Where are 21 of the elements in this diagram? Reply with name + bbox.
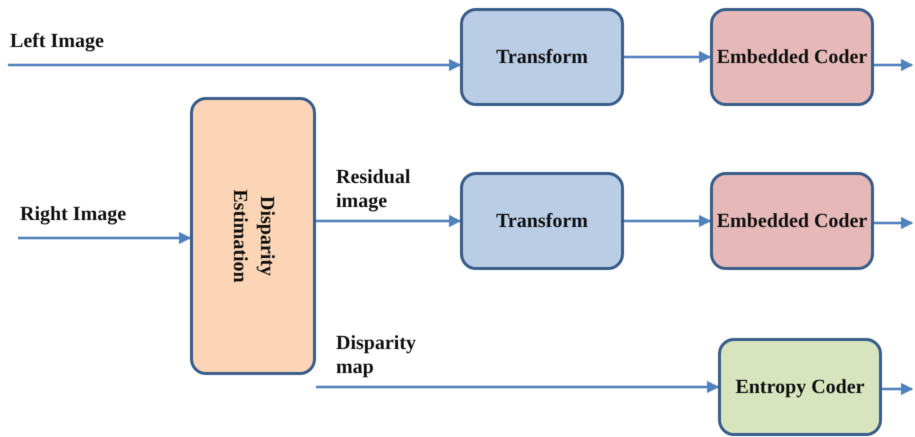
process-box — [460, 172, 624, 270]
arrow — [624, 214, 712, 228]
process-box — [710, 172, 874, 270]
arrow — [316, 214, 462, 228]
box-label: Embedded Coder — [716, 45, 868, 70]
arrow — [18, 232, 192, 244]
box-label: Disparity Estimation — [228, 188, 279, 285]
box-label: Transform — [496, 45, 588, 70]
process-box — [460, 8, 624, 106]
box-label: Entropy Coder — [735, 375, 865, 400]
arrow — [882, 382, 914, 396]
process-box — [718, 338, 882, 436]
arrow — [316, 380, 720, 394]
arrow — [624, 50, 712, 64]
arrow — [874, 216, 914, 230]
process-box — [190, 97, 316, 375]
arrow — [8, 58, 462, 72]
box-label: Transform — [496, 209, 588, 234]
box-label: Embedded Coder — [716, 209, 868, 234]
arrow — [874, 58, 914, 72]
process-box — [710, 8, 874, 106]
